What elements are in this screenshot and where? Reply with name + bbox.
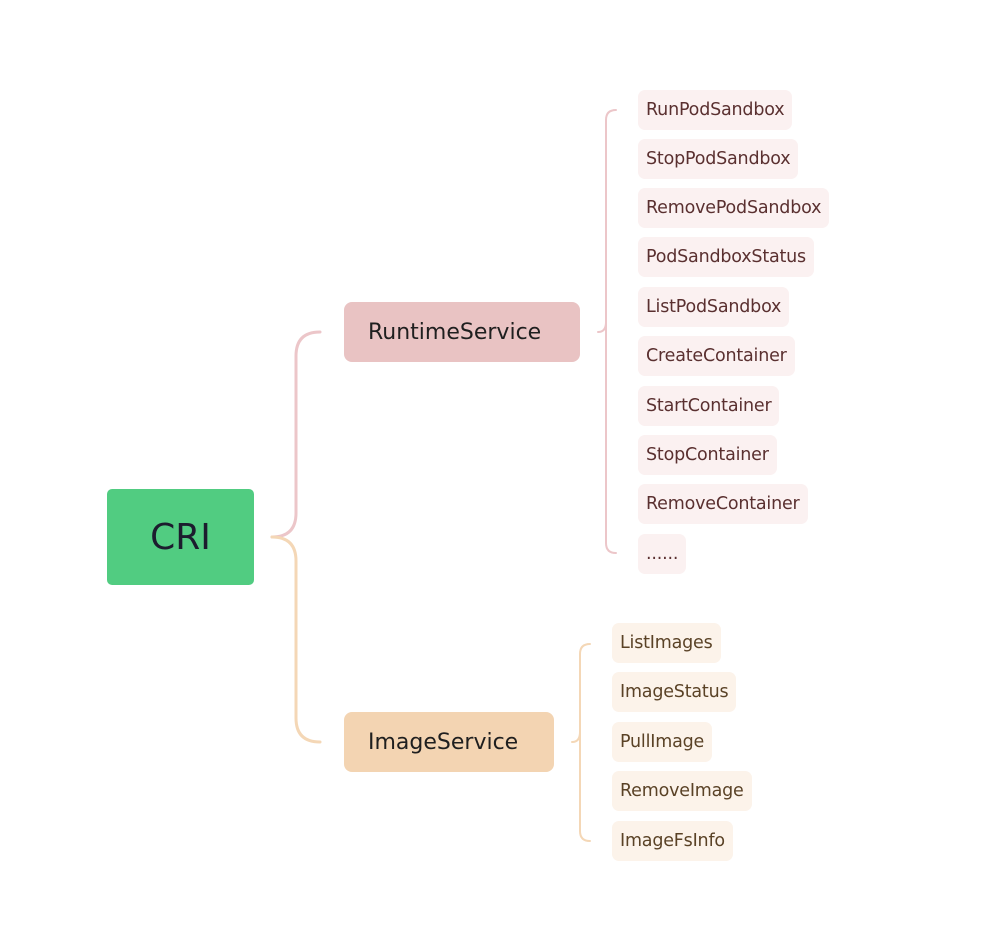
leaf-remove-pod-sandbox[interactable]: RemovePodSandbox xyxy=(638,188,830,228)
root-node-cri[interactable]: CRI xyxy=(107,489,254,585)
leaf-label: RemoveContainer xyxy=(646,494,800,514)
leaf-pod-sandbox-status[interactable]: PodSandboxStatus xyxy=(638,237,814,277)
branch-node-runtime-service[interactable]: RuntimeService xyxy=(344,302,580,362)
leaf-pull-image[interactable]: PullImage xyxy=(612,722,713,762)
leaf-label: ListImages xyxy=(620,633,713,653)
leaf-label: CreateContainer xyxy=(646,346,787,366)
leaf-label: ListPodSandbox xyxy=(646,297,782,317)
leaf-label: RemoveImage xyxy=(620,781,744,801)
leaf-image-status[interactable]: ImageStatus xyxy=(612,672,737,712)
leaf-label: PodSandboxStatus xyxy=(646,247,806,267)
leaf-remove-container[interactable]: RemoveContainer xyxy=(638,484,808,524)
runtime-leaves-bracket xyxy=(597,109,617,554)
root-to-runtime-connector xyxy=(270,330,322,539)
root-to-image-connector xyxy=(270,535,322,744)
leaf-start-container[interactable]: StartContainer xyxy=(638,386,780,426)
root-node-label: CRI xyxy=(150,516,211,558)
leaf-label: StopPodSandbox xyxy=(646,149,791,169)
leaf-label: StartContainer xyxy=(646,396,772,416)
leaf-create-container[interactable]: CreateContainer xyxy=(638,336,795,376)
leaf-label: ...... xyxy=(646,544,679,564)
leaf-label: ImageFsInfo xyxy=(620,831,725,851)
leaf-ellipsis[interactable]: ...... xyxy=(638,534,687,574)
leaf-list-pod-sandbox[interactable]: ListPodSandbox xyxy=(638,287,790,327)
leaf-label: ImageStatus xyxy=(620,682,729,702)
leaf-stop-container[interactable]: StopContainer xyxy=(638,435,777,475)
leaf-stop-pod-sandbox[interactable]: StopPodSandbox xyxy=(638,139,799,179)
leaf-label: PullImage xyxy=(620,732,705,752)
leaf-remove-image[interactable]: RemoveImage xyxy=(612,771,752,811)
leaf-label: RemovePodSandbox xyxy=(646,198,822,218)
leaf-run-pod-sandbox[interactable]: RunPodSandbox xyxy=(638,90,793,130)
branch-node-image-service[interactable]: ImageService xyxy=(344,712,554,772)
leaf-label: RunPodSandbox xyxy=(646,100,785,120)
image-leaves-bracket xyxy=(571,643,591,842)
leaf-image-fs-info[interactable]: ImageFsInfo xyxy=(612,821,733,861)
branch-node-label: RuntimeService xyxy=(368,319,542,345)
leaf-label: StopContainer xyxy=(646,445,769,465)
leaf-list-images[interactable]: ListImages xyxy=(612,623,721,663)
branch-node-label: ImageService xyxy=(368,729,519,755)
